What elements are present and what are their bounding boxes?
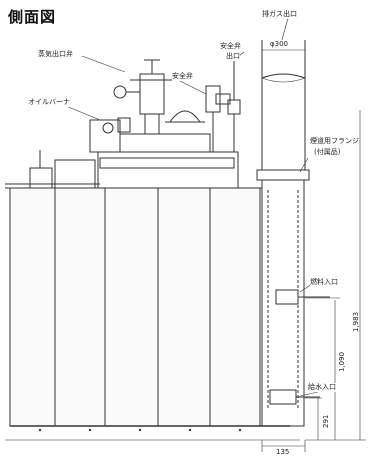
water-inlet-fitting bbox=[269, 389, 297, 405]
label-water-inlet: 給水入口 bbox=[308, 383, 336, 392]
label-safety-valve: 安全弁 bbox=[172, 72, 193, 81]
safety-valve-body bbox=[205, 85, 221, 113]
label-flue-flange-1: 煙道用フランジ bbox=[310, 137, 359, 146]
label-safety-valve-outlet-2: 出口 bbox=[226, 52, 240, 61]
left-equipment bbox=[29, 167, 53, 189]
label-exhaust-outlet: 排ガス出口 bbox=[262, 10, 297, 19]
top-deck-inner bbox=[99, 157, 235, 169]
label-steam-outlet-valve: 蒸気出口弁 bbox=[38, 50, 73, 59]
label-safety-valve-outlet-1: 安全弁 bbox=[220, 42, 241, 51]
label-flue-flange-2: (付属品) bbox=[314, 148, 341, 157]
dimension-291: 291 bbox=[322, 414, 330, 428]
fuel-inlet-fitting bbox=[275, 289, 299, 305]
boiler-body bbox=[9, 187, 261, 427]
manhole-dome bbox=[169, 110, 201, 123]
dimension-1983: 1,983 bbox=[352, 311, 360, 332]
flue-flange bbox=[256, 169, 310, 181]
top-deck bbox=[97, 151, 239, 189]
dimension-1090: 1,090 bbox=[338, 351, 346, 372]
label-oil-burner: オイルバーナ bbox=[28, 98, 70, 107]
diagram-title: 側面図 bbox=[8, 8, 57, 26]
label-fuel-inlet: 燃料入口 bbox=[310, 278, 338, 287]
label-diameter: φ300 bbox=[270, 40, 288, 49]
oil-burner-body bbox=[89, 119, 121, 153]
dimension-135: 135 bbox=[276, 448, 290, 456]
